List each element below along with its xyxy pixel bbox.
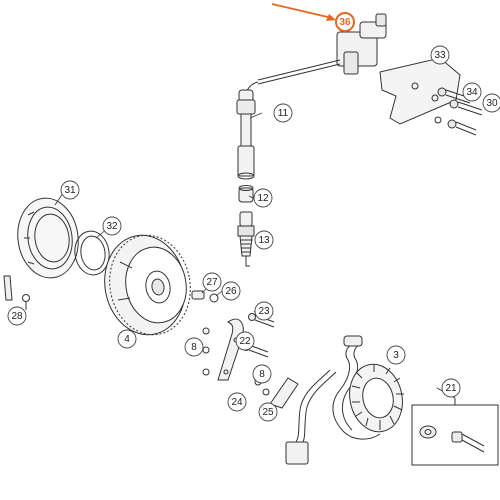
callout-circle — [60, 180, 80, 200]
callout-label: 11 — [278, 108, 289, 119]
callout-13: 13 — [254, 230, 274, 250]
callout-label: 4 — [124, 334, 130, 345]
callout-circle — [430, 45, 450, 65]
callout-27: 27 — [202, 272, 222, 292]
callout-3: 3 — [386, 345, 406, 365]
small-clip — [3, 275, 30, 310]
cable-guide — [217, 318, 244, 381]
callout-circle — [202, 272, 222, 292]
callout-34: 34 — [462, 82, 482, 102]
callout-label: 28 — [11, 311, 23, 322]
callout-circle — [441, 378, 461, 398]
callout-23: 23 — [254, 301, 274, 321]
callout-circle — [252, 364, 272, 384]
callout-12: 12 — [253, 188, 273, 208]
cover-ring — [17, 197, 79, 279]
callout-circle — [253, 188, 273, 208]
callout-31: 31 — [60, 180, 80, 200]
callout-group: 36 33 34 30 11 31 32 12 13 27 26 28 23 4 8 22 3 8 24 25 21 — [7, 12, 500, 422]
ignition-coil — [257, 13, 387, 85]
callout-circle — [227, 392, 247, 412]
callout-circle — [7, 306, 27, 326]
bracket-bolts — [434, 87, 483, 136]
callout-label: 3 — [393, 350, 399, 361]
callout-circle — [254, 301, 274, 321]
callout-11: 11 — [273, 103, 293, 123]
callout-label: 12 — [257, 193, 269, 204]
callout-33: 33 — [430, 45, 450, 65]
callout-label: 13 — [258, 235, 270, 246]
callout-circle — [462, 82, 482, 102]
spark-plug-cap — [236, 81, 259, 180]
callout-label: 8 — [259, 369, 265, 380]
callout-circle — [273, 103, 293, 123]
o-ring — [74, 230, 110, 276]
spark-plug-nut — [238, 185, 254, 203]
spark-plug — [237, 211, 255, 267]
fastener-inset — [411, 398, 499, 466]
callout-circle — [386, 345, 406, 365]
callout-8a: 8 — [184, 337, 204, 357]
callout-label: 26 — [225, 286, 237, 297]
callout-4: 4 — [117, 329, 137, 349]
callout-circle — [184, 337, 204, 357]
callout-label: 36 — [339, 17, 351, 28]
callout-8b: 8 — [252, 364, 272, 384]
callout-label: 23 — [258, 306, 270, 317]
woodruff-key — [191, 290, 219, 303]
flywheel-rotor — [104, 234, 191, 336]
callout-32: 32 — [102, 216, 122, 236]
callout-label: 8 — [191, 342, 197, 353]
callout-label: 34 — [466, 87, 478, 98]
callout-label: 31 — [64, 185, 76, 196]
callout-26: 26 — [221, 281, 241, 301]
callout-label: 24 — [231, 397, 243, 408]
callout-circle — [258, 402, 278, 422]
callout-circle — [335, 12, 355, 32]
callout-label: 27 — [206, 277, 218, 288]
small-bolts — [202, 368, 299, 409]
callout-21: 21 — [441, 378, 461, 398]
callout-28: 28 — [7, 306, 27, 326]
callout-circle — [117, 329, 137, 349]
callout-circle — [221, 281, 241, 301]
coil-bracket — [379, 57, 461, 125]
callout-36: 36 — [335, 12, 355, 32]
callout-label: 33 — [434, 50, 446, 61]
stator-assembly — [285, 335, 404, 465]
callout-25: 25 — [258, 402, 278, 422]
callout-30: 30 — [482, 93, 500, 113]
callout-22: 22 — [235, 331, 255, 351]
callout-label: 25 — [262, 407, 274, 418]
callout-circle — [102, 216, 122, 236]
callout-label: 22 — [239, 336, 251, 347]
callout-label: 32 — [106, 221, 118, 232]
callout-label: 30 — [486, 98, 498, 109]
callout-circle — [254, 230, 274, 250]
callout-circle — [235, 331, 255, 351]
highlight-arrow — [271, 3, 336, 21]
callout-24: 24 — [227, 392, 247, 412]
callout-circle — [482, 93, 500, 113]
callout-label: 21 — [445, 383, 457, 394]
